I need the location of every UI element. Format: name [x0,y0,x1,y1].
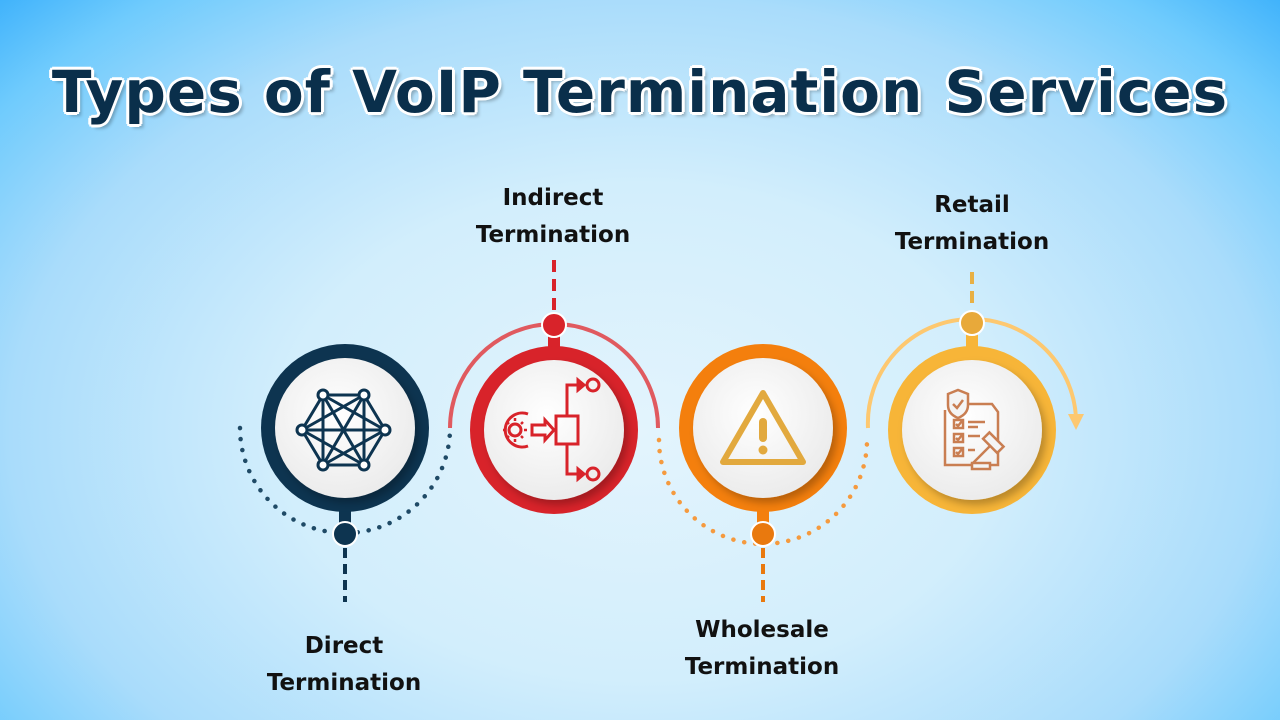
page-title: Types of VoIP Termination Services [51,58,1229,126]
label-line: Retail [934,192,1010,218]
step-indirect [448,260,660,514]
label-line: Termination [266,670,422,696]
step-direct [237,344,453,602]
label-direct: Direct Termination [234,628,454,702]
label-line: Termination [894,229,1050,255]
label-wholesale: Wholesale Termination [652,612,872,686]
label-line: Wholesale [695,617,829,643]
label-line: Indirect [502,185,604,211]
step-wholesale [656,344,870,602]
regulation-checklist-gavel-icon [943,388,1006,471]
label-indirect: Indirect Termination [443,180,663,254]
label-line: Direct [304,633,384,659]
warning-triangle-icon [720,390,806,465]
process-routing-icon [503,376,601,483]
step-retail [865,272,1084,514]
label-line: Termination [684,654,840,680]
label-retail: Retail Termination [862,187,1082,261]
label-line: Termination [475,222,631,248]
network-mesh-icon [295,388,392,472]
arrow-down-icon [1068,414,1084,430]
